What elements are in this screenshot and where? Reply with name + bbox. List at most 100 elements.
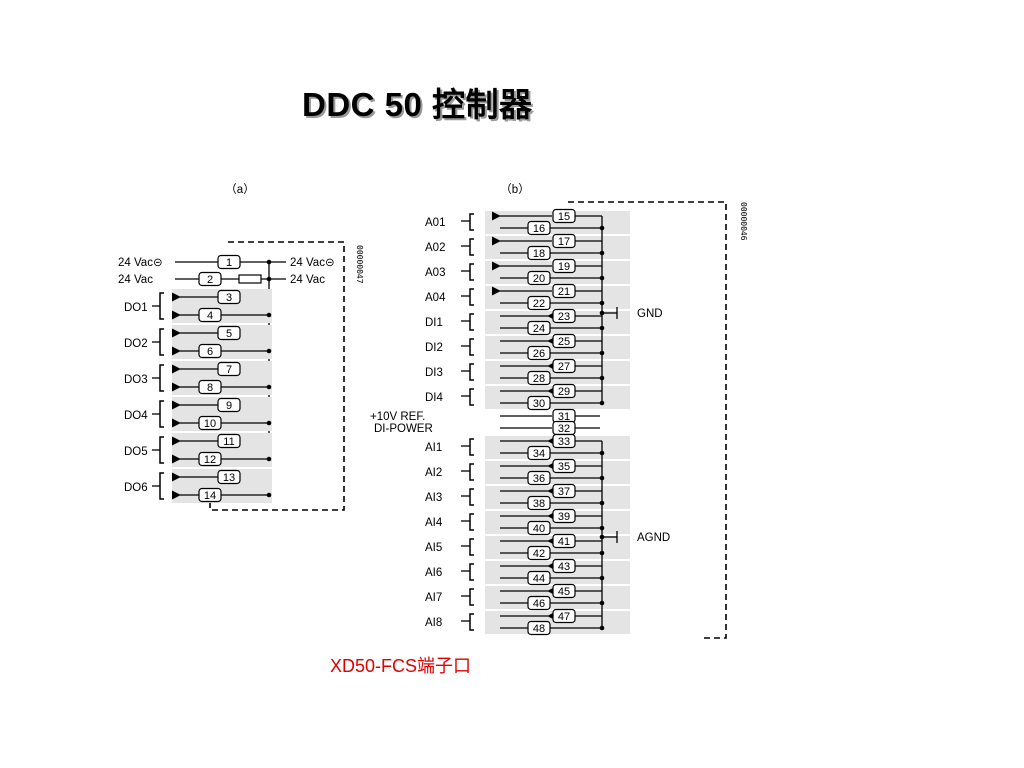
terminal-number: 2 [207, 274, 213, 286]
panel-b-code: 00000046 [739, 202, 748, 241]
junction-dot [266, 384, 272, 390]
channel-label: A01 [425, 217, 445, 229]
terminal-number: 16 [533, 223, 545, 235]
slide-title: DDC 50 控制器 [302, 86, 533, 123]
terminal-number: 36 [533, 473, 545, 485]
channel-label: AI5 [425, 542, 442, 554]
junction-dot [599, 534, 605, 540]
power-label-right: 24 Vac⊝ [290, 257, 335, 269]
terminal-number: 38 [533, 498, 545, 510]
terminal-number: 27 [558, 361, 570, 373]
terminal-number: 44 [533, 573, 545, 585]
terminal-number: 7 [226, 364, 232, 376]
power-label-right: 24 Vac [290, 274, 325, 286]
group-bracket [159, 328, 164, 356]
channel-label: AI3 [425, 492, 442, 504]
terminal-number: 11 [223, 436, 234, 448]
terminal-number: 17 [558, 236, 570, 248]
terminal-number: 37 [558, 486, 570, 498]
channel-label: AI2 [425, 467, 442, 479]
junction-dot [599, 310, 605, 316]
single-label: +10V REF. [370, 411, 425, 423]
terminal-number: 15 [558, 211, 570, 223]
terminal-number: 4 [207, 310, 213, 322]
group-bracket [469, 213, 474, 231]
terminal-number: 45 [558, 586, 570, 598]
output-label: DO1 [124, 302, 148, 314]
channel-label: AI1 [425, 442, 442, 454]
group-bracket [469, 313, 474, 331]
terminal-number: 35 [558, 461, 570, 473]
channel-label: A02 [425, 242, 445, 254]
terminal-box [217, 469, 241, 485]
panel-b-label: （b） [500, 183, 529, 196]
terminal-number: 26 [533, 348, 545, 360]
terminal-number: 42 [533, 548, 545, 560]
terminal-number: 14 [204, 490, 216, 502]
output-label: DO3 [124, 374, 148, 386]
group-bracket [469, 488, 474, 506]
group-bracket [469, 238, 474, 256]
terminal-number: 47 [558, 611, 570, 623]
terminal-number: 40 [533, 523, 545, 535]
output-label: DO5 [124, 446, 148, 458]
group-bracket [159, 436, 164, 464]
terminal-box [217, 361, 241, 377]
group-bracket [159, 472, 164, 500]
terminal-box [217, 289, 241, 305]
group-bracket [469, 263, 474, 281]
terminal-number: 3 [226, 292, 232, 304]
terminal-number: 48 [533, 623, 545, 635]
panel-a-code: 00000047 [355, 245, 364, 284]
terminal-number: 30 [533, 398, 545, 410]
terminal-number: 10 [204, 418, 216, 430]
terminal-number: 29 [558, 386, 570, 398]
channel-label: DI4 [425, 392, 444, 404]
terminal-number: 19 [558, 261, 570, 273]
terminal-number: 20 [533, 273, 545, 285]
group-bracket [469, 538, 474, 556]
channel-label: DI2 [425, 342, 443, 354]
group-bracket [469, 463, 474, 481]
terminal-number: 25 [558, 336, 570, 348]
terminal-number: 18 [533, 248, 545, 260]
channel-label: A03 [425, 267, 445, 279]
group-bracket [469, 388, 474, 406]
group-bracket [469, 563, 474, 581]
channel-label: AI8 [425, 617, 442, 629]
channel-label: A04 [425, 292, 446, 304]
output-label: DO4 [124, 410, 148, 422]
group-bracket [469, 613, 474, 631]
terminal-number: 21 [558, 286, 570, 298]
terminal-number: 41 [558, 536, 570, 548]
group-bracket [159, 400, 164, 428]
terminal-number: 5 [226, 328, 232, 340]
junction-dot [266, 312, 272, 318]
fuse-icon [238, 274, 262, 284]
terminal-number: 23 [558, 311, 570, 323]
terminal-number: 1 [226, 257, 232, 269]
terminal-box [217, 433, 241, 449]
terminal-number: 12 [204, 454, 216, 466]
output-label: DO2 [124, 338, 148, 350]
channel-label: AI7 [425, 592, 442, 604]
group-bracket [469, 288, 474, 306]
terminal-number: 8 [207, 382, 213, 394]
terminal-number: 33 [558, 436, 570, 448]
output-label: DO6 [124, 482, 148, 494]
junction-dot [266, 456, 272, 462]
terminal-number: 43 [558, 561, 570, 573]
figure-caption: XD50-FCS端子口 [330, 656, 472, 676]
channel-label: DI3 [425, 367, 443, 379]
junction-dot [266, 420, 272, 426]
terminal-number: 31 [558, 411, 570, 423]
group-bracket [469, 363, 474, 381]
terminal-number: 22 [533, 298, 545, 310]
power-label-left: 24 Vac⊝ [118, 257, 163, 269]
junction-dot [266, 492, 272, 498]
terminal-box [217, 397, 241, 413]
agnd-label: AGND [637, 532, 670, 544]
power-label-left: 24 Vac [118, 274, 153, 286]
